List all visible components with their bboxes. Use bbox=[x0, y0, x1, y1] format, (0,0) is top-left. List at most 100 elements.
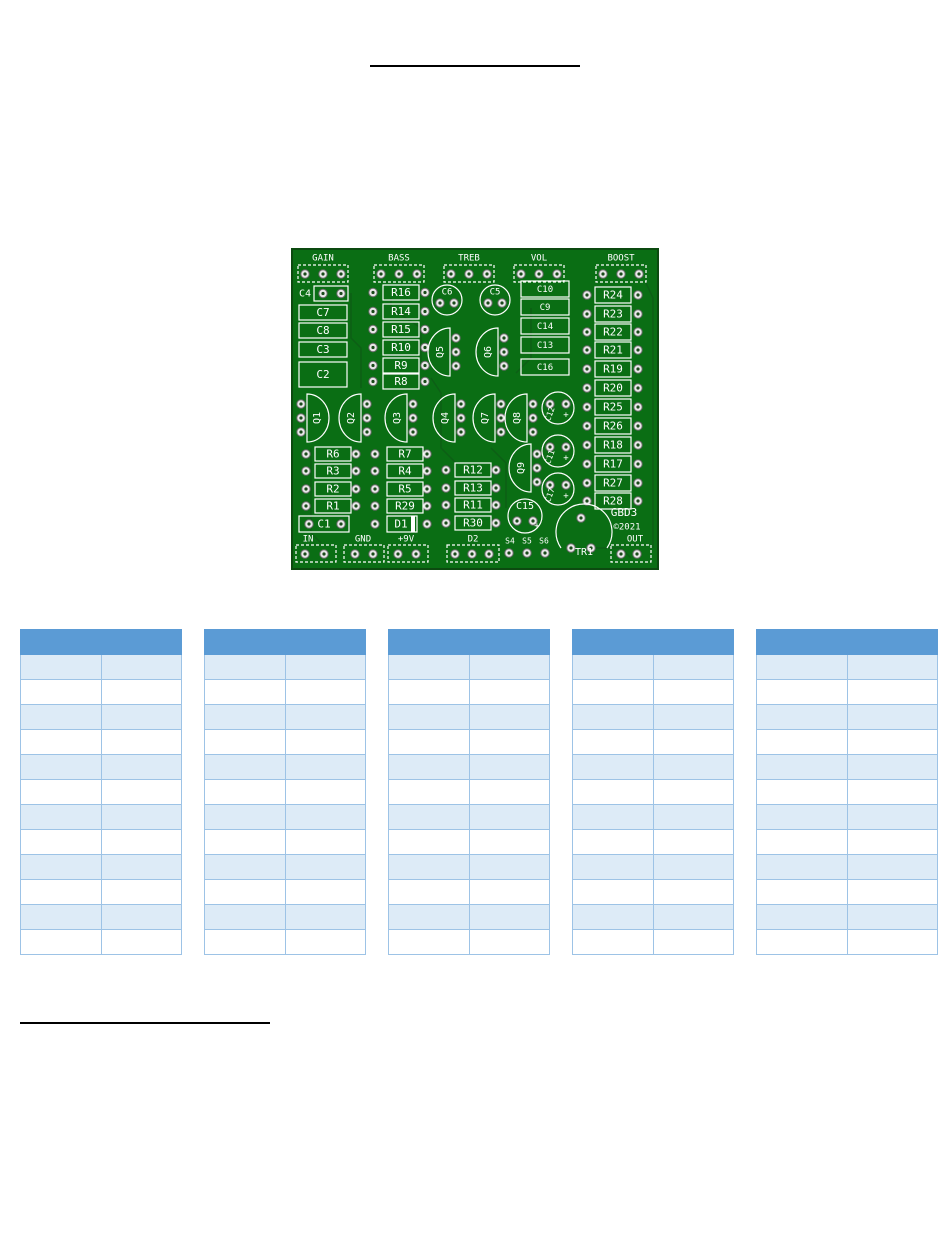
pad-hole bbox=[637, 272, 641, 276]
cap-c15-label: C15 bbox=[516, 501, 534, 512]
pad-hole bbox=[321, 272, 325, 276]
pad-hole bbox=[411, 402, 415, 406]
pad-hole bbox=[494, 468, 498, 472]
resistor-r30-outline bbox=[454, 515, 492, 531]
table-cell bbox=[468, 729, 550, 755]
resistor-r15-outline bbox=[382, 321, 420, 338]
section-underline bbox=[20, 1022, 270, 1024]
table-cell bbox=[572, 829, 654, 855]
table-cell bbox=[20, 929, 102, 955]
resistor-r18-outline bbox=[594, 436, 632, 454]
table-row bbox=[756, 679, 938, 705]
pad-hole bbox=[365, 430, 369, 434]
resistor-r11-outline bbox=[454, 497, 492, 513]
table-row bbox=[572, 854, 734, 880]
table-row bbox=[20, 854, 182, 880]
tr1-outline bbox=[555, 503, 613, 549]
pad-hole bbox=[365, 416, 369, 420]
table-cell bbox=[652, 929, 734, 955]
table-row bbox=[756, 704, 938, 730]
bom-table-5 bbox=[756, 629, 938, 955]
table-cell bbox=[652, 904, 734, 930]
trace bbox=[645, 282, 654, 548]
pad-hole bbox=[373, 504, 377, 508]
pad-hole bbox=[299, 416, 303, 420]
table-cell bbox=[846, 679, 938, 705]
board-edge bbox=[291, 248, 659, 570]
table-cell bbox=[284, 829, 366, 855]
pad-hole bbox=[636, 330, 640, 334]
pad-hole bbox=[589, 546, 593, 550]
table-cell bbox=[652, 829, 734, 855]
table-cell bbox=[100, 729, 182, 755]
pad-hole bbox=[423, 290, 427, 295]
table-cell bbox=[388, 679, 470, 705]
table-cell bbox=[756, 729, 848, 755]
pad-hole bbox=[636, 424, 640, 428]
table-row bbox=[20, 754, 182, 780]
pad-hole bbox=[339, 522, 343, 526]
table-cell bbox=[204, 929, 286, 955]
table-cell bbox=[468, 854, 550, 880]
pad-hole bbox=[304, 452, 308, 456]
table-cell bbox=[204, 904, 286, 930]
resistor-r9-outline bbox=[382, 357, 420, 374]
cap-c8-outline bbox=[298, 322, 348, 339]
resistor-r17-label: R17 bbox=[603, 458, 623, 471]
cap-c1-outline bbox=[298, 515, 350, 533]
pad-hole bbox=[585, 499, 589, 503]
resistor-r19-outline bbox=[594, 360, 632, 378]
table-row bbox=[756, 729, 938, 755]
table-row bbox=[20, 654, 182, 680]
table-cell bbox=[652, 679, 734, 705]
pad-hole bbox=[564, 402, 568, 406]
table-row bbox=[388, 704, 550, 730]
table-cell bbox=[284, 904, 366, 930]
pad-hole bbox=[425, 452, 429, 456]
pad-hole bbox=[425, 487, 429, 491]
io-in-label: IN bbox=[303, 535, 314, 545]
pot-outline-2 bbox=[443, 264, 495, 283]
io-out-outline bbox=[610, 544, 652, 563]
pad-hole bbox=[299, 430, 303, 434]
diode-d1-label: D1 bbox=[394, 518, 407, 531]
table-row bbox=[756, 829, 938, 855]
table-cell bbox=[846, 804, 938, 830]
table-cell bbox=[572, 729, 654, 755]
pad-hole bbox=[444, 468, 448, 472]
table-row bbox=[756, 929, 938, 955]
cap-c9-label: C9 bbox=[540, 303, 551, 313]
cap-c7-label: C7 bbox=[316, 306, 329, 319]
table-cell bbox=[204, 829, 286, 855]
transistor-q7-label: Q7 bbox=[480, 412, 491, 424]
table-row bbox=[204, 729, 366, 755]
pot-label-bass: BASS bbox=[388, 254, 410, 264]
io-gnd-label: GND bbox=[355, 535, 371, 545]
resistor-r16-outline bbox=[382, 284, 420, 301]
pad-hole bbox=[499, 416, 503, 420]
table-cell bbox=[652, 754, 734, 780]
pad-hole bbox=[379, 272, 383, 276]
resistor-r24-outline bbox=[594, 286, 632, 304]
pad-hole bbox=[585, 462, 589, 466]
resistor-r14-label: R14 bbox=[391, 305, 411, 318]
table-cell bbox=[388, 754, 470, 780]
resistor-r28-label: R28 bbox=[603, 495, 623, 508]
table-row bbox=[756, 804, 938, 830]
resistor-r4-label: R4 bbox=[398, 465, 412, 478]
table-row bbox=[388, 854, 550, 880]
transistor-q8-outline bbox=[504, 393, 528, 443]
table-cell bbox=[388, 829, 470, 855]
pad-hole bbox=[500, 301, 504, 305]
cap-c8-label: C8 bbox=[316, 324, 329, 337]
table-cell bbox=[388, 929, 470, 955]
bom-table-2 bbox=[204, 629, 366, 955]
resistor-r29-label: R29 bbox=[395, 500, 415, 513]
cap-c11-outline bbox=[541, 434, 575, 468]
table-cell bbox=[846, 904, 938, 930]
resistor-r3-label: R3 bbox=[326, 465, 339, 478]
table-cell bbox=[100, 879, 182, 905]
resistor-r1-outline bbox=[314, 498, 352, 514]
pad-hole bbox=[444, 503, 448, 507]
